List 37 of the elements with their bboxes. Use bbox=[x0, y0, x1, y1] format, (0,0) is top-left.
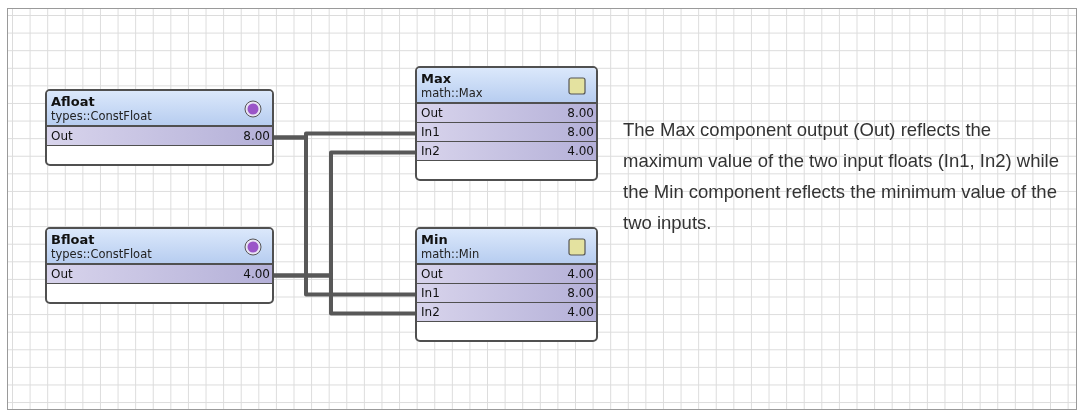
slot-value: 8.00 bbox=[567, 286, 594, 300]
slot-row bbox=[47, 265, 272, 284]
description-text: The Max component output (Out) reflects the maximum value of the two input floats (In1, In2) while the Min component reflects the minimum value of the two inputs. bbox=[623, 118, 1060, 235]
slot-value: 4.00 bbox=[567, 305, 594, 319]
slot-row bbox=[417, 104, 596, 123]
component-type: types::ConstFloat bbox=[51, 109, 153, 123]
component-name: Afloat bbox=[51, 94, 96, 109]
component-block bbox=[45, 227, 274, 304]
slot-row bbox=[417, 303, 596, 322]
slot-value: 4.00 bbox=[567, 144, 594, 158]
slot-value: 4.00 bbox=[567, 267, 594, 281]
component-name: Bfloat bbox=[51, 232, 96, 247]
component-name: Max bbox=[421, 71, 453, 86]
slot-row bbox=[417, 142, 596, 161]
slot-name: In1 bbox=[421, 286, 440, 300]
slot-row bbox=[417, 265, 596, 284]
slot-value: 8.00 bbox=[567, 125, 594, 139]
slot-name: In2 bbox=[421, 144, 440, 158]
slot-value: 8.00 bbox=[243, 129, 270, 143]
slot-value: 4.00 bbox=[243, 267, 270, 281]
component-type: math::Max bbox=[421, 86, 484, 100]
slot-name: Out bbox=[421, 106, 443, 120]
slot-name: Out bbox=[421, 267, 443, 281]
component-block bbox=[415, 66, 598, 181]
slot-name: Out bbox=[51, 129, 73, 143]
slot-name: In2 bbox=[421, 305, 440, 319]
slot-name: In1 bbox=[421, 125, 440, 139]
slot-name: Out bbox=[51, 267, 73, 281]
component-type: math::Min bbox=[421, 247, 481, 261]
slot-row bbox=[417, 284, 596, 303]
component-block bbox=[45, 89, 274, 166]
slot-value: 8.00 bbox=[567, 106, 594, 120]
component-name: Min bbox=[421, 232, 449, 247]
slot-row bbox=[417, 123, 596, 142]
component-block bbox=[415, 227, 598, 342]
slot-row bbox=[47, 127, 272, 146]
component-type: types::ConstFloat bbox=[51, 247, 153, 261]
